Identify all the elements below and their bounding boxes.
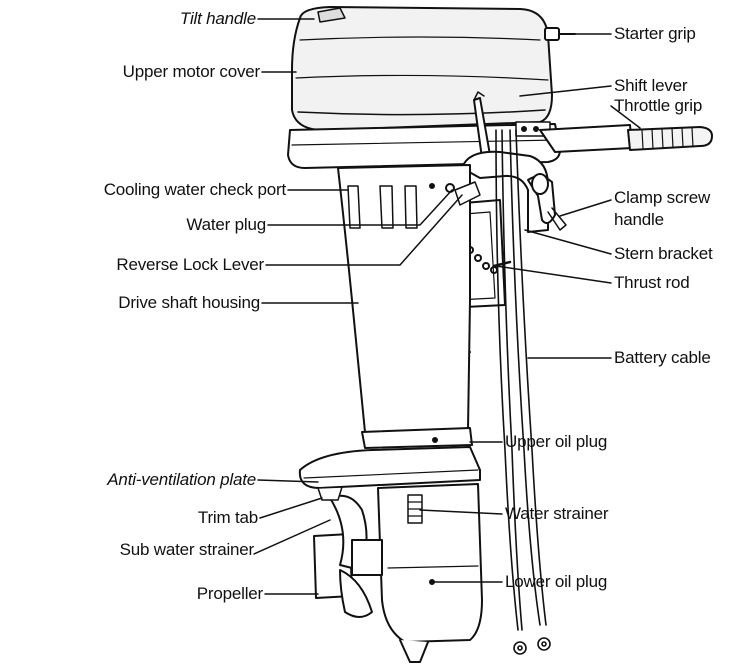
label-shift-lever: Shift lever xyxy=(614,76,688,95)
label-tilt-handle: Tilt handle xyxy=(179,9,256,28)
label-trim-tab: Trim tab xyxy=(197,508,258,527)
label-propeller: Propeller xyxy=(196,584,263,603)
label-clamp-screw-handle-line2: handle xyxy=(614,210,664,229)
label-sub-water-strainer: Sub water strainer xyxy=(119,540,255,559)
label-upper-oil-plug: Upper oil plug xyxy=(505,432,608,451)
label-throttle-grip: Throttle grip xyxy=(614,96,703,115)
leader-lines xyxy=(253,18,641,595)
label-cooling-water-check-port: Cooling water check port xyxy=(103,180,286,199)
label-drive-shaft-housing: Drive shaft housing xyxy=(118,293,260,312)
gearcase-shape xyxy=(298,427,483,663)
label-starter-grip: Starter grip xyxy=(614,24,696,43)
label-stern-bracket: Stern bracket xyxy=(614,244,713,263)
upper-motor-cover-shape xyxy=(291,6,576,132)
tiller-throttle-grip xyxy=(539,124,713,153)
label-reverse-lock-lever: Reverse Lock Lever xyxy=(116,255,264,274)
label-clamp-screw-handle-line1: Clamp screw xyxy=(614,188,711,207)
label-water-plug: Water plug xyxy=(186,215,266,234)
label-battery-cable: Battery cable xyxy=(614,348,711,367)
label-thrust-rod: Thrust rod xyxy=(614,273,690,292)
label-upper-motor-cover: Upper motor cover xyxy=(122,62,261,81)
label-water-strainer: Water strainer xyxy=(505,504,609,523)
battery-cable-shape xyxy=(495,129,551,655)
label-anti-ventilation-plate: Anti-ventilation plate xyxy=(107,470,256,489)
drive-shaft-housing-shape xyxy=(337,164,481,433)
propeller-shape xyxy=(313,486,383,618)
label-lower-oil-plug: Lower oil plug xyxy=(505,572,608,591)
